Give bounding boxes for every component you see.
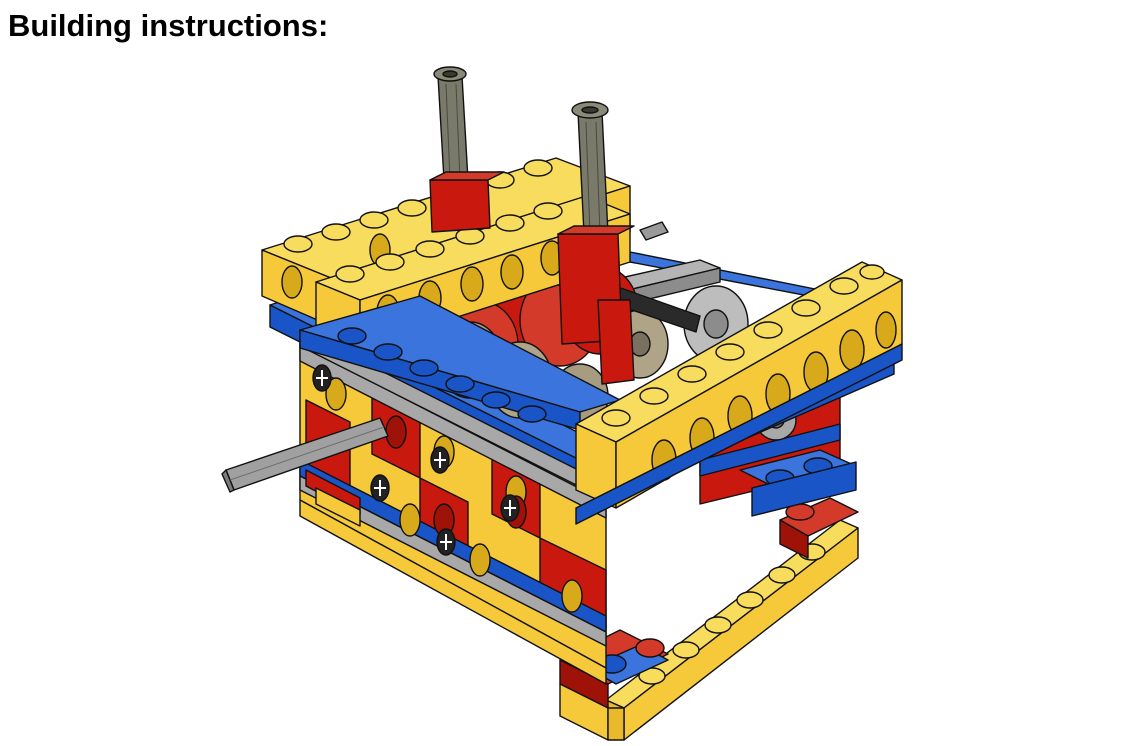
page-title: Building instructions: <box>8 8 329 43</box>
front-blue-beam <box>299 295 621 431</box>
bottom-frame <box>559 497 859 741</box>
top-front-right-beam <box>575 261 903 525</box>
gray-axle <box>221 417 389 493</box>
pillar-left <box>429 66 505 233</box>
pillar-right <box>557 101 635 385</box>
